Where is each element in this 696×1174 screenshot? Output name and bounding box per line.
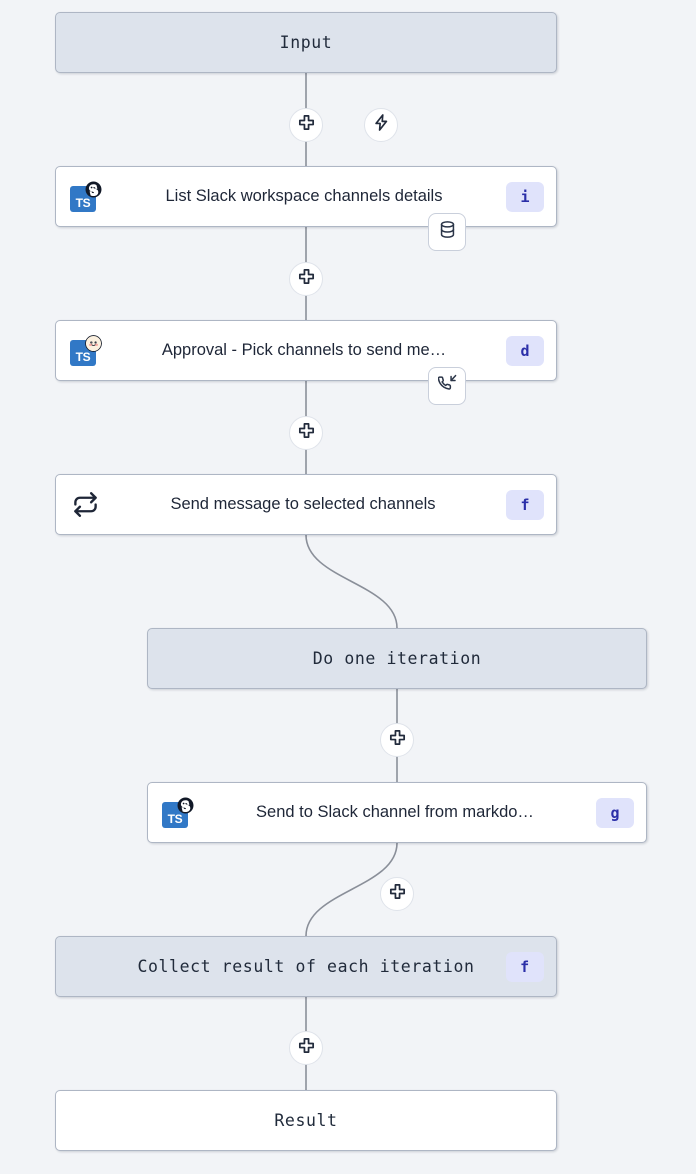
add-step-after-do-one-iteration-button[interactable] — [380, 723, 414, 757]
node-do-one-iteration-label: Do one iteration — [312, 649, 482, 668]
node-result[interactable]: Result — [55, 1090, 557, 1151]
plus-icon — [297, 1036, 316, 1060]
add-step-after-list-slack-button[interactable] — [289, 262, 323, 296]
deno-icon — [85, 181, 102, 198]
node-result-label: Result — [274, 1111, 338, 1130]
node-collect-result-of-each-iteration[interactable]: Collect result of each iteration f — [55, 936, 557, 997]
typescript-icon: TS — [70, 334, 102, 367]
edge-send-message-to-do-one-iteration — [305, 534, 398, 629]
bun-icon — [85, 334, 102, 352]
node-send-message-to-selected-channels[interactable]: Send message to selected channels f — [55, 474, 557, 535]
add-step-after-send-to-slack-button[interactable] — [380, 877, 414, 911]
database-icon — [438, 220, 457, 244]
node-collect-result-of-each-iteration-label: Collect result of each iteration — [137, 957, 475, 976]
plus-icon — [388, 882, 407, 906]
add-step-after-collect-result-button[interactable] — [289, 1031, 323, 1065]
node-list-slack-workspace-channels-label: List Slack workspace channels details — [165, 187, 443, 205]
add-trigger-after-input-button[interactable] — [364, 108, 398, 142]
typescript-icon: TS — [162, 797, 194, 829]
node-send-message-to-selected-channels-badge: f — [506, 489, 544, 520]
node-list-slack-workspace-channels[interactable]: TS List Slack workspace channels details… — [55, 166, 557, 227]
node-list-slack-workspace-channels-badge: i — [506, 181, 544, 212]
list-slack-database-chip[interactable] — [428, 213, 466, 251]
repeat-icon — [70, 490, 100, 520]
add-step-after-input-button[interactable] — [289, 108, 323, 142]
phone-incoming-icon — [437, 374, 457, 398]
node-send-to-slack-channel-from-markdown-badge: g — [596, 797, 634, 828]
node-send-message-to-selected-channels-label: Send message to selected channels — [170, 495, 436, 513]
approval-phone-callback-chip[interactable] — [428, 367, 466, 405]
node-input[interactable]: Input — [55, 12, 557, 73]
node-approval-pick-channels-label: Approval - Pick channels to send me… — [161, 341, 447, 359]
node-collect-result-of-each-iteration-badge: f — [506, 951, 544, 982]
deno-icon — [177, 797, 194, 814]
node-approval-pick-channels[interactable]: TS Approval - Pick channels to send me… … — [55, 320, 557, 381]
node-input-label: Input — [279, 33, 333, 52]
plus-icon — [388, 728, 407, 752]
typescript-icon: TS — [70, 181, 102, 213]
lightning-icon — [372, 113, 391, 137]
node-send-to-slack-channel-from-markdown-label: Send to Slack channel from markdo… — [256, 803, 534, 821]
plus-icon — [297, 421, 316, 445]
node-do-one-iteration[interactable]: Do one iteration — [147, 628, 647, 689]
node-approval-pick-channels-badge: d — [506, 335, 544, 366]
add-step-after-approval-button[interactable] — [289, 416, 323, 450]
node-send-to-slack-channel-from-markdown[interactable]: TS Send to Slack channel from markdo… g — [147, 782, 647, 843]
plus-icon — [297, 113, 316, 137]
plus-icon — [297, 267, 316, 291]
